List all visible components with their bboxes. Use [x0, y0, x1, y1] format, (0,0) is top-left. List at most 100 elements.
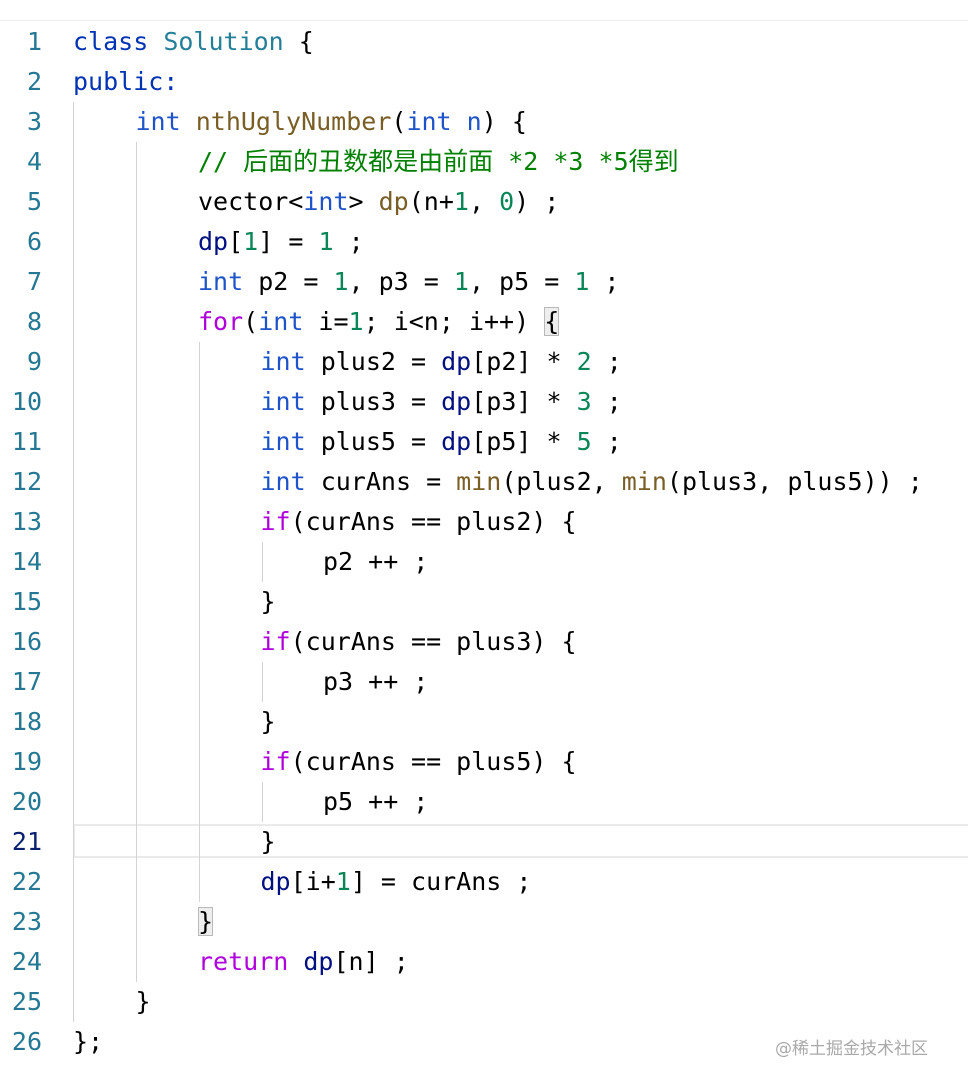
indent-guide	[136, 382, 137, 422]
indent-guide	[73, 342, 74, 382]
code-token: ) {	[481, 107, 527, 136]
code-token: 0	[499, 187, 515, 216]
indent-guide	[199, 622, 200, 662]
code-line[interactable]: 4// 后面的丑数都是由前面 *2 *3 *5得到	[0, 142, 968, 182]
code-token: ] = curAns ;	[350, 867, 532, 896]
code-token: (n+	[408, 187, 454, 216]
indent-guide	[136, 342, 137, 382]
indent-guide	[136, 902, 137, 942]
line-number: 15	[11, 587, 42, 616]
code-text: }	[198, 902, 214, 942]
code-token: ;	[591, 427, 622, 456]
code-token: p2 =	[243, 267, 334, 296]
indent-guide	[136, 582, 137, 622]
editor-top-border	[0, 0, 968, 21]
line-number: 6	[26, 227, 42, 256]
indent-guide	[73, 782, 74, 822]
code-text: // 后面的丑数都是由前面 *2 *3 *5得到	[198, 142, 679, 182]
code-token: if	[260, 507, 291, 536]
line-number: 9	[26, 347, 42, 376]
code-token: {	[544, 307, 560, 336]
code-token: i=	[303, 307, 349, 336]
indent-guide	[73, 582, 74, 622]
indent-guide	[199, 702, 200, 742]
line-number: 11	[11, 427, 42, 456]
code-token: (plus3, plus5)) ;	[666, 467, 923, 496]
line-number: 24	[11, 947, 42, 976]
code-token: ;	[591, 387, 622, 416]
code-token: 1	[453, 187, 469, 216]
code-line[interactable]: 21}	[0, 822, 968, 862]
code-line[interactable]: 15}	[0, 582, 968, 622]
code-line[interactable]: 25}	[0, 982, 968, 1022]
code-token: (curAns == plus3) {	[290, 627, 577, 656]
code-token: dp	[378, 187, 409, 216]
code-token: 1	[348, 307, 364, 336]
code-token: >	[348, 187, 379, 216]
code-text: int plus5 = dp[p5] * 5 ;	[261, 422, 622, 462]
code-token: dp	[441, 427, 472, 456]
code-token: 3	[576, 387, 592, 416]
line-number: 16	[11, 627, 42, 656]
code-token	[181, 107, 196, 136]
code-text: dp[i+1] = curAns ;	[261, 862, 532, 902]
code-line[interactable]: 23}	[0, 902, 968, 942]
code-text: p2 ++ ;	[323, 542, 428, 582]
code-token: }	[198, 907, 214, 936]
code-token: ) ;	[514, 187, 560, 216]
code-token: Solution	[163, 27, 284, 56]
indent-guide	[199, 742, 200, 782]
code-token	[288, 947, 303, 976]
code-token: public:	[73, 67, 179, 96]
code-token: }	[260, 827, 276, 856]
code-token: min	[456, 467, 502, 496]
code-token: p2 ++ ;	[323, 547, 429, 576]
indent-guide	[136, 782, 137, 822]
code-text: p5 ++ ;	[323, 782, 428, 822]
code-token: ;	[589, 267, 620, 296]
code-text: int curAns = min(plus2, min(plus3, plus5…	[261, 462, 923, 502]
code-line[interactable]: 11 int plus5 = dp[p5] * 5 ;	[0, 422, 968, 462]
indent-guide	[199, 582, 200, 622]
indent-guide	[199, 822, 200, 862]
code-token: ] =	[258, 227, 319, 256]
code-token: p5 ++ ;	[323, 787, 429, 816]
indent-guide	[136, 182, 137, 222]
indent-guide	[73, 862, 74, 902]
code-line[interactable]: 26};	[0, 1022, 968, 1062]
indent-guide	[136, 262, 137, 302]
code-token: int	[260, 427, 306, 456]
indent-guide	[73, 542, 74, 582]
indent-guide	[199, 542, 200, 582]
code-text: p3 ++ ;	[323, 662, 428, 702]
line-number: 21	[11, 827, 42, 856]
code-text: }	[261, 822, 276, 862]
indent-guide	[73, 622, 74, 662]
line-number: 7	[26, 267, 42, 296]
code-line[interactable]: 18}	[0, 702, 968, 742]
code-token: ; i<n; i++)	[363, 307, 545, 336]
code-token: for	[198, 307, 244, 336]
code-text: class Solution {	[73, 22, 314, 62]
indent-guide	[73, 262, 74, 302]
indent-guide	[199, 862, 200, 902]
